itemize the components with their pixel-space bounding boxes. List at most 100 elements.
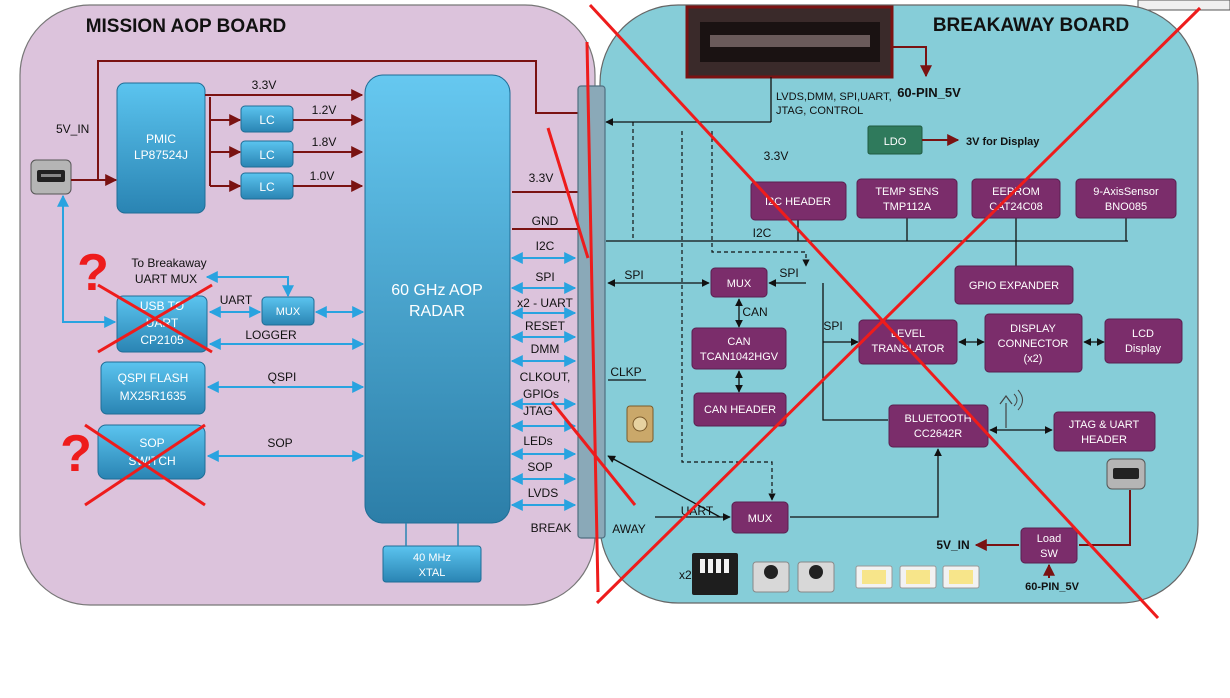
breakaway-board-title: BREAKAWAY BOARD	[933, 15, 1129, 36]
to-breakaway-label: To Breakaway	[131, 256, 206, 270]
svg-text:QSPI FLASH: QSPI FLASH	[118, 371, 189, 385]
window-edge	[1137, 0, 1230, 11]
temp-sensor-block: TEMP SENS TMP112A	[856, 178, 958, 219]
svg-text:CC2642R: CC2642R	[914, 428, 962, 440]
can-header-block: CAN HEADER	[693, 392, 787, 427]
svg-text:MUX: MUX	[748, 513, 773, 525]
led-icon	[855, 565, 893, 589]
conn-spi: SPI	[535, 270, 554, 284]
pmic-label: PMIC	[146, 132, 176, 146]
radar-label: 60 GHz AOP	[391, 282, 483, 299]
display-connector-block: DISPLAY CONNECTOR (x2)	[984, 313, 1083, 373]
connector-60pin-icon	[685, 5, 894, 79]
pmic-block: PMIC LP87524J	[116, 82, 206, 214]
rail-3v3-label: 3.3V	[764, 149, 789, 163]
lc-label: LC	[259, 113, 275, 127]
svg-text:Display: Display	[1125, 343, 1162, 355]
svg-text:TCAN1042HGV: TCAN1042HGV	[700, 351, 779, 363]
usb-micro-icon-2	[1106, 458, 1146, 490]
uart-mux-block: MUX	[731, 501, 789, 534]
cross-uart-b	[97, 283, 213, 354]
ldo-block: LDO	[867, 125, 923, 155]
i2c-bus-label: I2C	[753, 226, 772, 240]
svg-text:MUX: MUX	[727, 278, 752, 290]
strike-signals-bottom	[550, 401, 637, 506]
svg-text:(x2): (x2)	[1024, 353, 1043, 365]
question-mark-sop: ?	[60, 425, 92, 483]
svg-text:DISPLAY: DISPLAY	[1010, 323, 1056, 335]
x2-label: x2	[679, 568, 692, 582]
qspi-flash-block: QSPI FLASH MX25R1635	[100, 361, 206, 415]
lc-filter-1v8: LC	[240, 140, 294, 168]
in-60pin-label: 60-PIN_5V	[1025, 581, 1079, 593]
lc-filter-1v2: LC	[240, 105, 294, 133]
svg-text:SOP: SOP	[139, 436, 164, 450]
svg-text:LDO: LDO	[884, 136, 907, 148]
conn-gnd: GND	[532, 214, 559, 228]
display-3v-label: 3V for Display	[966, 136, 1040, 148]
rail-1v0: 1.0V	[310, 169, 335, 183]
input-5v-label: 5V_IN	[56, 122, 89, 136]
svg-text:BLUETOOTH: BLUETOOTH	[904, 413, 971, 425]
conn-sop: SOP	[527, 460, 552, 474]
lc-filter-1v0: LC	[240, 172, 294, 200]
antenna-icon	[999, 389, 1023, 428]
conn-clkout: CLKOUT,	[520, 370, 571, 384]
connector-signals-1: LVDS,DMM, SPI,UART,	[776, 91, 892, 103]
mission-board-title: MISSION AOP BOARD	[86, 16, 287, 37]
spi-out-label: SPI	[779, 266, 798, 280]
i2c-header-block: I2C HEADER	[750, 181, 847, 221]
dip-switch-icon	[692, 553, 738, 595]
svg-text:CAN: CAN	[727, 336, 750, 348]
can-bus-label: CAN	[742, 305, 767, 319]
svg-text:CONNECTOR: CONNECTOR	[998, 338, 1069, 350]
svg-text:CAN HEADER: CAN HEADER	[704, 404, 776, 416]
led-icon-2	[899, 565, 937, 589]
uart-label: UART	[220, 293, 253, 307]
push-button-icon-2	[797, 561, 835, 593]
lcd-display-block: LCD Display	[1104, 318, 1183, 364]
axis-sensor-block: 9-AxisSensor BNO085	[1075, 178, 1177, 219]
mission-board: MISSION AOP BOARD PMIC LP87524J LC LC LC…	[19, 4, 870, 606]
red-annotations: ? ?	[60, 3, 1202, 620]
xtal-label-2: XTAL	[419, 567, 446, 579]
spi-translator-label: SPI	[823, 319, 842, 333]
sop-switch-block: SOP SWITCH	[97, 424, 206, 480]
cross-sop-b	[84, 423, 206, 507]
svg-text:Load: Load	[1037, 533, 1061, 545]
bluetooth-block: BLUETOOTH CC2642R	[888, 404, 989, 448]
svg-text:I2C HEADER: I2C HEADER	[765, 196, 831, 208]
cross-breakaway-a	[588, 3, 1160, 620]
break-label: BREAK	[531, 521, 572, 535]
sma-connector-icon	[626, 405, 654, 443]
svg-text:LCD: LCD	[1132, 328, 1154, 340]
away-label: AWAY	[612, 522, 646, 536]
mission-mux-block: MUX	[261, 296, 315, 326]
svg-text:SW: SW	[1040, 548, 1058, 560]
conn-dmm: DMM	[531, 342, 560, 356]
strike-connector	[585, 41, 600, 593]
conn-leds: LEDs	[523, 434, 552, 448]
usb-micro-icon	[30, 159, 72, 195]
conn-3v3: 3.3V	[529, 171, 554, 185]
spi-in-label: SPI	[624, 268, 643, 282]
can-transceiver-block: CAN TCAN1042HGV	[691, 327, 787, 370]
gpio-expander-block: GPIO EXPANDER	[954, 265, 1074, 305]
load-switch-block: Load SW	[1020, 527, 1078, 564]
xtal-block: 40 MHz XTAL	[382, 545, 482, 583]
clkp-label: CLKP	[610, 365, 641, 379]
question-mark-uart: ?	[77, 244, 109, 302]
conn-uart: x2 - UART	[517, 296, 573, 310]
conn-reset: RESET	[525, 319, 566, 333]
strike-signals-top	[546, 127, 590, 259]
svg-text:GPIO EXPANDER: GPIO EXPANDER	[969, 280, 1059, 292]
svg-text:JTAG & UART: JTAG & UART	[1069, 419, 1140, 431]
out-5v-in-label: 5V_IN	[936, 538, 969, 552]
jtag-uart-header-block: JTAG & UART HEADER	[1053, 411, 1156, 452]
svg-text:TMP112A: TMP112A	[883, 201, 932, 213]
svg-text:9-AxisSensor: 9-AxisSensor	[1093, 186, 1159, 198]
svg-text:MX25R1635: MX25R1635	[120, 389, 187, 403]
uart-mux-label: UART MUX	[135, 272, 197, 286]
rail-1v2: 1.2V	[312, 103, 337, 117]
